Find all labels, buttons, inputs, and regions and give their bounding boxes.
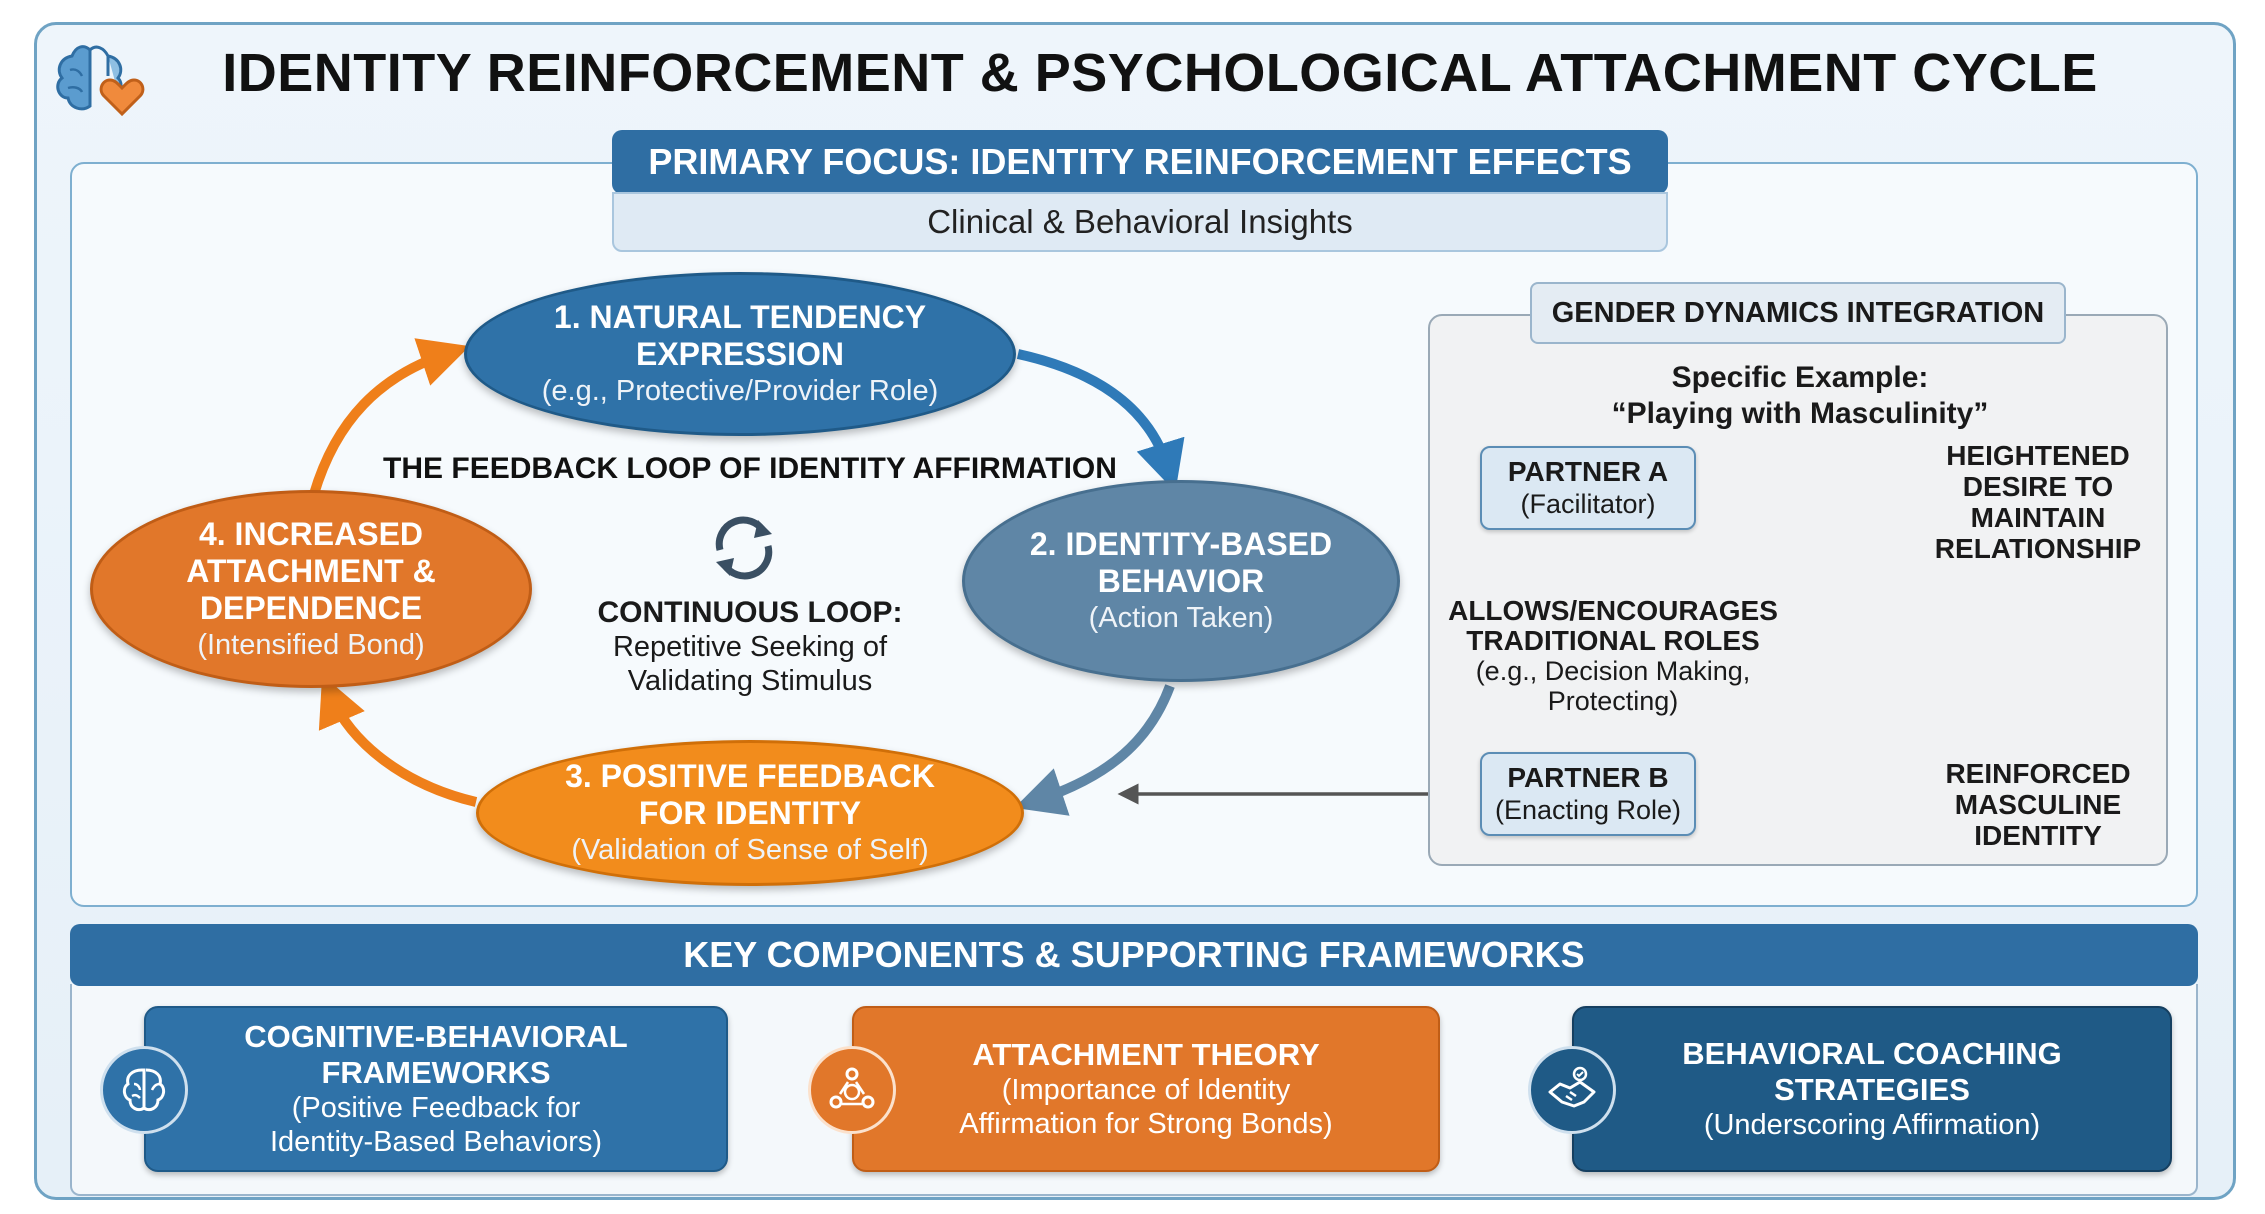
arrow-1-to-2 — [1016, 349, 1185, 492]
heightened-line4: RELATIONSHIP — [1934, 533, 2142, 564]
card-2-desc-line1: (Importance of Identity — [1001, 1074, 1291, 1106]
card-1-title-line2: FRAMEWORKS — [321, 1055, 551, 1090]
node-1-subtitle: (e.g., Protective/Provider Role) — [541, 375, 939, 407]
card-3-title-line1: BEHAVIORAL COACHING — [1682, 1036, 2062, 1071]
arrow-3-to-4 — [318, 675, 478, 807]
heightened-line3: MAINTAIN — [1970, 502, 2106, 533]
cycle-node-4: 4. INCREASED ATTACHMENT & DEPENDENCE (In… — [90, 490, 532, 688]
node-4-title-line1: 4. INCREASED — [198, 515, 424, 552]
cycle-node-2: 2. IDENTITY-BASED BEHAVIOR (Action Taken… — [962, 480, 1400, 682]
reinforced-line1: REINFORCED — [1945, 758, 2131, 789]
arrow-4-to-1 — [309, 338, 470, 496]
primary-focus-subtitle: Clinical & Behavioral Insights — [612, 192, 1668, 252]
card-cognitive-behavioral: COGNITIVE-BEHAVIORAL FRAMEWORKS (Positiv… — [144, 1006, 728, 1172]
node-2-title-line1: 2. IDENTITY-BASED — [1029, 526, 1333, 562]
partner-a-role: (Facilitator) — [1520, 489, 1656, 519]
card-1-desc-line1: (Positive Feedback for — [291, 1092, 581, 1124]
card-attachment-theory: ATTACHMENT THEORY (Importance of Identit… — [852, 1006, 1440, 1172]
node-1-title-line1: 1. NATURAL TENDENCY — [553, 299, 927, 335]
primary-focus-banner: PRIMARY FOCUS: IDENTITY REINFORCEMENT EF… — [612, 130, 1668, 194]
loop-desc-line2: Validating Stimulus — [627, 665, 873, 697]
node-3-title-line1: 3. POSITIVE FEEDBACK — [565, 758, 935, 794]
node-4-title-line2: ATTACHMENT & — [186, 552, 436, 589]
heightened-desire-label: HEIGHTENED DESIRE TO MAINTAIN RELATIONSH… — [1900, 440, 2176, 570]
node-4-subtitle: (Intensified Bond) — [197, 628, 425, 661]
partner-a-box: PARTNER A (Facilitator) — [1480, 446, 1696, 530]
reinforced-identity-label: REINFORCED MASCULINE IDENTITY — [1900, 758, 2176, 858]
card-1-title-line1: COGNITIVE-BEHAVIORAL — [244, 1019, 628, 1054]
handshake-icon — [1528, 1046, 1616, 1134]
card-2-desc-line2: Affirmation for Strong Bonds) — [959, 1108, 1333, 1140]
partner-b-title: PARTNER B — [1507, 762, 1669, 793]
example-quote: “Playing with Masculinity” — [1611, 397, 1989, 430]
node-3-subtitle: (Validation of Sense of Self) — [571, 834, 929, 866]
allows-line1: ALLOWS/ENCOURAGES — [1448, 595, 1778, 626]
node-4-title-line3: DEPENDENCE — [199, 589, 423, 626]
partner-b-role: (Enacting Role) — [1494, 795, 1682, 825]
node-2-title-line2: BEHAVIOR — [1097, 563, 1265, 599]
brain-heart-logo-icon — [56, 45, 145, 117]
card-2-title: ATTACHMENT THEORY — [972, 1037, 1320, 1072]
cycle-node-3: 3. POSITIVE FEEDBACK FOR IDENTITY (Valid… — [476, 740, 1024, 886]
key-components-heading: KEY COMPONENTS & SUPPORTING FRAMEWORKS — [70, 924, 2198, 986]
continuous-loop-description: Repetitive Seeking of Validating Stimulu… — [560, 630, 940, 704]
heightened-line2: DESIRE TO — [1962, 471, 2114, 502]
loop-desc-line1: Repetitive Seeking of — [612, 631, 888, 663]
people-network-icon — [808, 1046, 896, 1134]
partner-a-title: PARTNER A — [1507, 456, 1669, 487]
heightened-line1: HEIGHTENED — [1946, 440, 2130, 471]
node-3-title-line2: FOR IDENTITY — [638, 795, 862, 831]
allows-traditional-roles: ALLOWS/ENCOURAGES TRADITIONAL ROLES (e.g… — [1418, 595, 1808, 717]
arrow-2-to-3 — [1014, 684, 1175, 816]
node-1-title-line2: EXPRESSION — [635, 336, 845, 372]
allows-line2: TRADITIONAL ROLES — [1466, 625, 1760, 656]
example-label: Specific Example: — [1671, 361, 1929, 394]
card-3-title-line2: STRATEGIES — [1774, 1072, 1970, 1107]
card-3-desc: (Underscoring Affirmation) — [1703, 1109, 2041, 1141]
reinforced-line2: MASCULINE — [1954, 789, 2122, 820]
continuous-loop-title: CONTINUOUS LOOP: — [597, 596, 903, 629]
card-behavioral-coaching: BEHAVIORAL COACHING STRATEGIES (Undersco… — [1572, 1006, 2172, 1172]
gender-dynamics-heading: GENDER DYNAMICS INTEGRATION — [1530, 282, 2066, 344]
allows-line3: (e.g., Decision Making, — [1475, 656, 1751, 686]
feedback-loop-heading: THE FEEDBACK LOOP OF IDENTITY AFFIRMATIO… — [383, 452, 1117, 485]
brain-icon — [100, 1046, 188, 1134]
cycle-node-1: 1. NATURAL TENDENCY EXPRESSION (e.g., Pr… — [464, 272, 1016, 436]
node-2-subtitle: (Action Taken) — [1088, 602, 1274, 634]
page-title: IDENTITY REINFORCEMENT & PSYCHOLOGICAL A… — [222, 43, 2098, 103]
reinforced-line3: IDENTITY — [1974, 820, 2102, 851]
allows-line4: Protecting) — [1547, 686, 1679, 716]
card-1-desc-line2: Identity-Based Behaviors) — [269, 1126, 603, 1158]
partner-b-box: PARTNER B (Enacting Role) — [1480, 752, 1696, 836]
refresh-loop-icon — [715, 516, 773, 580]
specific-example: Specific Example: “Playing with Masculin… — [1530, 360, 2070, 434]
